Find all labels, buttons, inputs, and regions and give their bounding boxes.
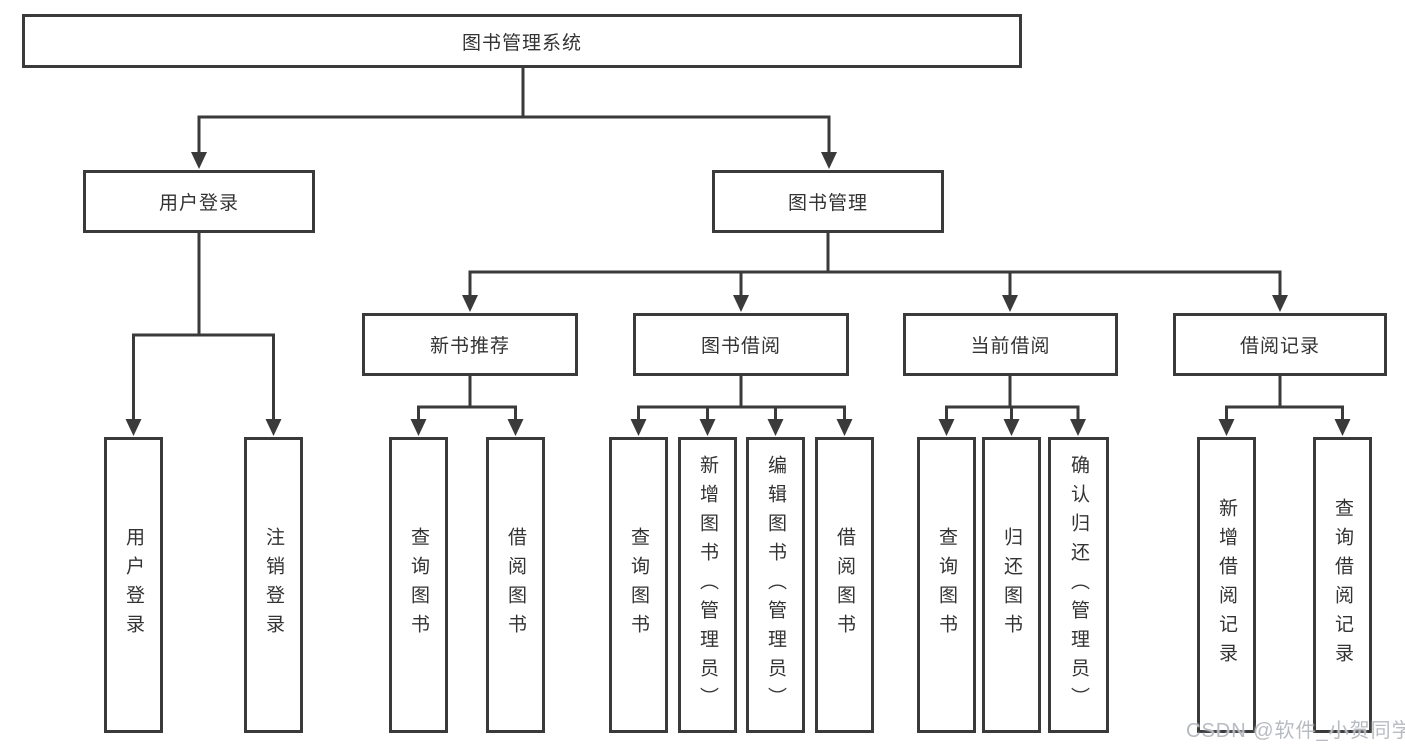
arrowhead-icon [265, 419, 282, 436]
leaf-borrow-borrow-books: 借阅图书 [815, 437, 874, 733]
node-root: 图书管理系统 [22, 14, 1022, 68]
node-new-book-recommendation: 新书推荐 [362, 313, 578, 376]
arrowhead-icon [507, 419, 524, 436]
leaf-borrow-edit-books-admin: 编辑图书（管理员） [746, 437, 805, 733]
arrowhead-icon [821, 152, 837, 169]
arrowhead-icon [699, 419, 716, 436]
leaf-newrec-query-books: 查询图书 [389, 437, 448, 733]
arrowhead-icon [462, 295, 478, 312]
arrowhead-icon [630, 419, 647, 436]
arrowhead-icon [410, 419, 427, 436]
arrowhead-icon [1334, 419, 1351, 436]
csdn-watermark: CSDN @软件_小贺同学 [1186, 720, 1405, 742]
arrowhead-icon [938, 419, 955, 436]
arrowhead-icon [1070, 419, 1086, 436]
node-borrowing-records: 借阅记录 [1173, 313, 1387, 376]
leaf-records-query-record: 查询借阅记录 [1313, 437, 1372, 733]
leaf-current-return-books: 归还图书 [982, 437, 1041, 733]
arrowhead-icon [733, 295, 749, 312]
leaf-current-confirm-return-admin: 确认归还（管理员） [1048, 437, 1109, 733]
leaf-current-query-books: 查询图书 [917, 437, 976, 733]
arrowhead-icon [125, 419, 142, 436]
arrowhead-icon [1272, 295, 1288, 312]
leaf-logout: 注销登录 [244, 437, 303, 733]
arrowhead-icon [191, 152, 207, 169]
node-book-borrowing: 图书借阅 [633, 313, 849, 376]
leaf-borrow-add-books-admin: 新增图书（管理员） [678, 437, 737, 733]
node-book-management-branch: 图书管理 [712, 170, 944, 233]
node-current-borrowing: 当前借阅 [903, 313, 1118, 376]
leaf-newrec-borrow-books: 借阅图书 [486, 437, 545, 733]
leaf-user-login: 用户登录 [104, 437, 163, 733]
arrowhead-icon [836, 419, 853, 436]
leaf-records-add-record: 新增借阅记录 [1197, 437, 1256, 733]
node-user-login-branch: 用户登录 [83, 170, 315, 233]
arrowhead-icon [1002, 295, 1018, 312]
arrowhead-icon [1003, 419, 1020, 436]
arrowhead-icon [767, 419, 784, 436]
arrowhead-icon [1218, 419, 1235, 436]
leaf-borrow-query-books: 查询图书 [609, 437, 668, 733]
